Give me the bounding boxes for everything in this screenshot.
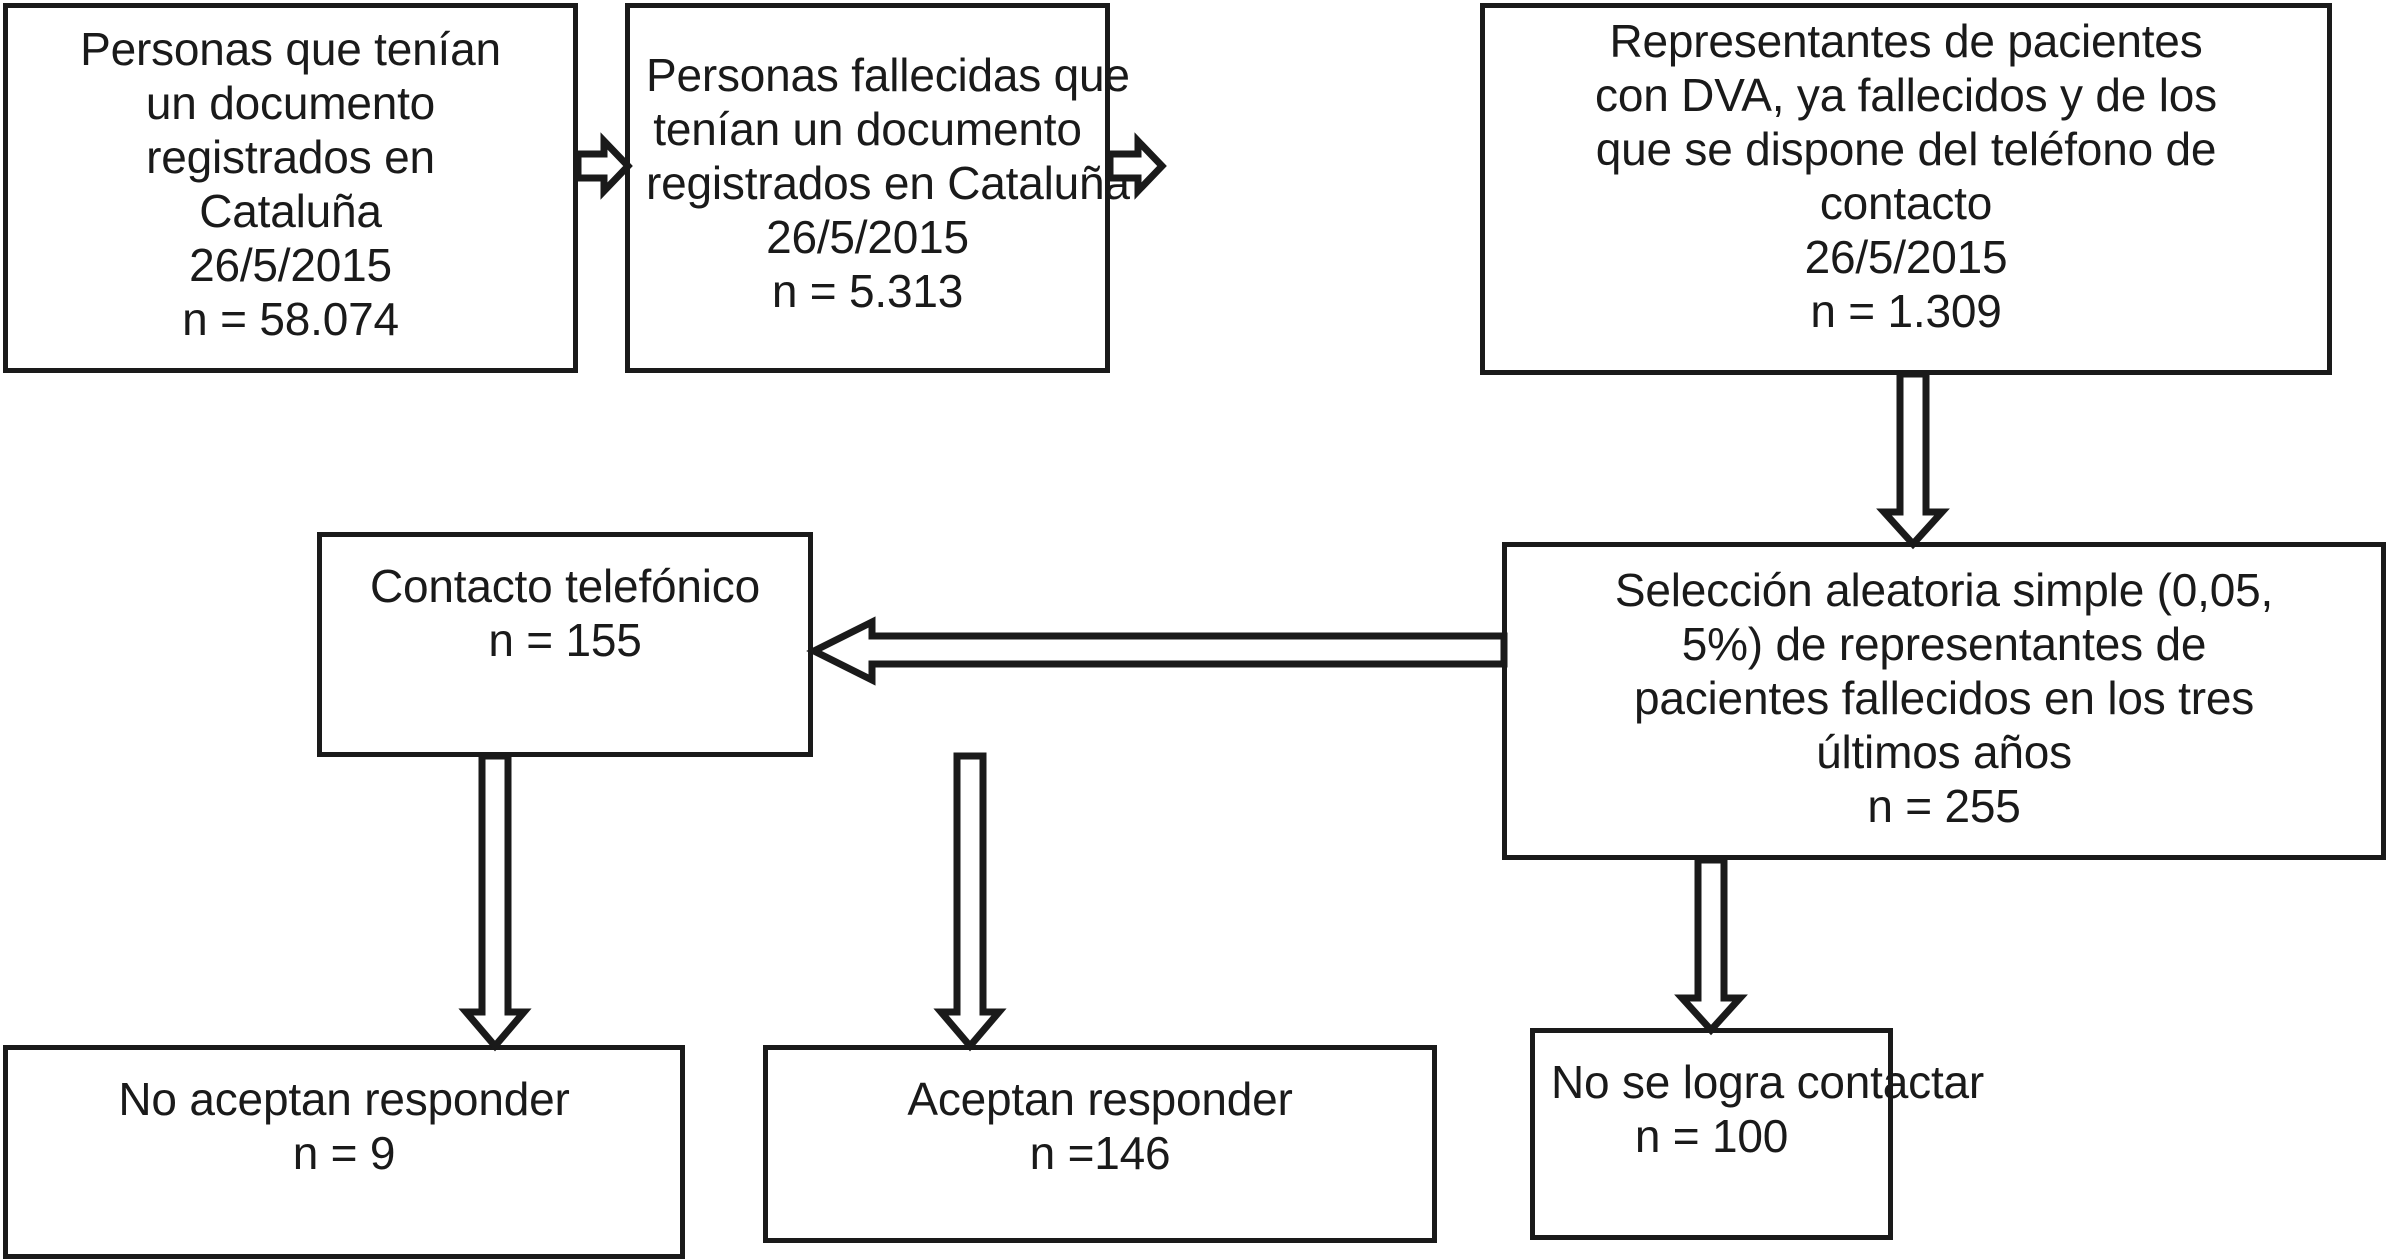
node-representantes-line-4: contacto (1819, 177, 1993, 229)
node-seleccion-line-2: 5%) de representantes de (1681, 618, 2207, 670)
edge-contacto-to-no-aceptan (458, 752, 532, 1052)
edge-registrados-to-fallecidas (574, 132, 633, 200)
node-contacto-label: Contacto telefónico (369, 560, 760, 612)
node-no-contactar: No se logra contactar n = 100 (1530, 1028, 1985, 1240)
node-fallecidas: Personas fallecidas que tenían un docume… (625, 3, 1130, 373)
node-registrados-line-3: registrados en (146, 131, 435, 183)
node-registrados-date: 26/5/2015 (189, 239, 392, 291)
node-seleccion: Selección aleatoria simple (0,05, 5%) de… (1502, 542, 2386, 860)
edge-representantes-to-seleccion (1876, 370, 1950, 550)
node-seleccion-line-1: Selección aleatoria simple (0,05, (1614, 564, 2274, 616)
node-fallecidas-line-1: Personas fallecidas que (646, 49, 1130, 101)
edge-fallecidas-to-representantes (1106, 132, 1167, 200)
node-registrados-line-2: un documento (145, 77, 436, 129)
node-fallecidas-line-2: tenían un documento (653, 103, 1082, 155)
node-aceptan-count: n =146 (1029, 1127, 1171, 1179)
node-contacto-count: n = 155 (488, 614, 642, 666)
node-fallecidas-line-3: registrados en Cataluña (646, 157, 1130, 209)
edge-seleccion-to-contacto (806, 616, 1508, 686)
node-no-contactar-label: No se logra contactar (1551, 1056, 1985, 1108)
node-seleccion-count: n = 255 (1867, 780, 2021, 832)
node-registrados-count: n = 58.074 (182, 293, 399, 345)
node-contacto: Contacto telefónico n = 155 (317, 532, 813, 757)
node-no-aceptan-label: No aceptan responder (118, 1073, 570, 1125)
node-seleccion-line-3: pacientes fallecidos en los tres (1633, 672, 2255, 724)
edge-seleccion-to-no-contactar (1674, 856, 1748, 1036)
node-representantes-line-1: Representantes de pacientes (1609, 15, 2203, 67)
edge-contacto-to-aceptan (933, 752, 1007, 1052)
node-no-contactar-count: n = 100 (1634, 1110, 1789, 1162)
node-representantes-line-2: con DVA, ya fallecidos y de los (1595, 69, 2217, 121)
node-representantes: Representantes de pacientes con DVA, ya … (1480, 3, 2332, 375)
node-registrados-line-4: Cataluña (199, 185, 382, 237)
node-representantes-date: 26/5/2015 (1804, 231, 2008, 283)
node-no-aceptan-count: n = 9 (292, 1127, 396, 1179)
node-no-aceptan: No aceptan responder n = 9 (3, 1045, 685, 1259)
node-registrados: Personas que tenían un documento registr… (3, 3, 578, 373)
node-fallecidas-date: 26/5/2015 (766, 211, 969, 263)
node-representantes-line-3: que se dispone del teléfono de (1595, 123, 2217, 175)
node-seleccion-line-4: últimos años (1816, 726, 2072, 778)
node-registrados-line-1: Personas que tenían (80, 23, 501, 75)
node-fallecidas-count: n = 5.313 (771, 265, 964, 317)
node-representantes-count: n = 1.309 (1810, 285, 2002, 337)
node-aceptan-label: Aceptan responder (907, 1073, 1293, 1125)
node-aceptan: Aceptan responder n =146 (763, 1045, 1437, 1243)
